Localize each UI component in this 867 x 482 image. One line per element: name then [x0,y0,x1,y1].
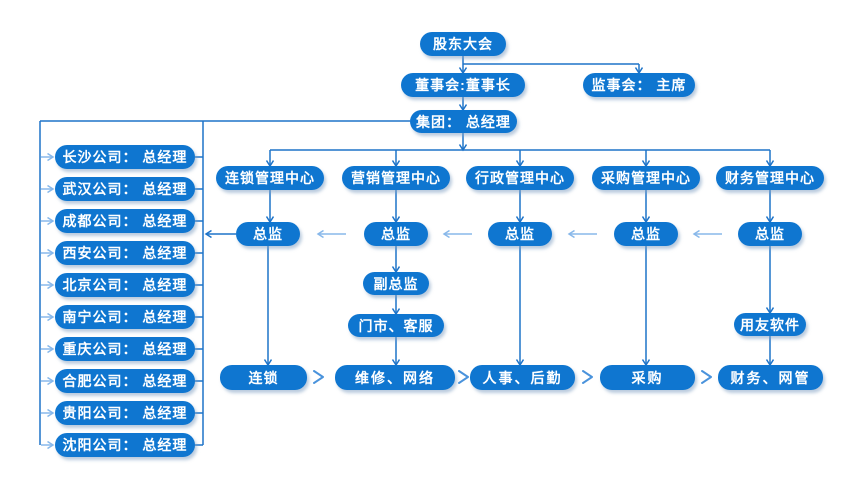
node-dept-procurement: 采购 [600,365,695,390]
node-director-procurement: 总监 [614,222,678,246]
node-company-beijing: 北京公司： 总经理 [55,273,195,297]
node-yonyou-software: 用友软件 [734,313,806,336]
node-company-xian: 西安公司： 总经理 [55,241,195,265]
node-dept-finance-netadmin: 财务、网管 [718,365,823,390]
node-dept-hr-logistics: 人事、后勤 [470,365,575,390]
node-group-general-manager: 集团： 总经理 [410,110,517,133]
node-deputy-director: 副总监 [363,272,429,295]
node-dept-repair-network: 维修、网络 [335,365,455,390]
node-shareholders-meeting: 股东大会 [420,32,506,56]
node-company-wuhan: 武汉公司： 总经理 [55,177,195,201]
node-company-nanning: 南宁公司： 总经理 [55,305,195,329]
node-company-shenyang: 沈阳公司： 总经理 [55,433,195,457]
node-company-chengdu: 成都公司： 总经理 [55,209,195,233]
node-center-finance: 财务管理中心 [716,166,824,190]
node-center-marketing: 营销管理中心 [342,166,450,190]
node-board-chairman: 董事会:董事长 [401,73,525,97]
node-dept-chain: 连锁 [220,365,307,390]
node-director-marketing: 总监 [364,222,428,246]
node-center-chain: 连锁管理中心 [216,166,324,190]
node-director-admin: 总监 [488,222,552,246]
node-stores-customer-service: 门市、客服 [348,314,444,337]
node-director-finance: 总监 [738,222,802,246]
node-company-chongqing: 重庆公司： 总经理 [55,337,195,361]
node-company-changsha: 长沙公司： 总经理 [55,145,195,169]
node-center-admin: 行政管理中心 [466,166,574,190]
node-supervisory-board-chair: 监事会： 主席 [583,73,695,97]
node-center-procurement: 采购管理中心 [592,166,700,190]
node-company-hefei: 合肥公司： 总经理 [55,369,195,393]
node-company-guiyang: 贵阳公司： 总经理 [55,401,195,425]
node-director-chain: 总监 [236,222,300,246]
